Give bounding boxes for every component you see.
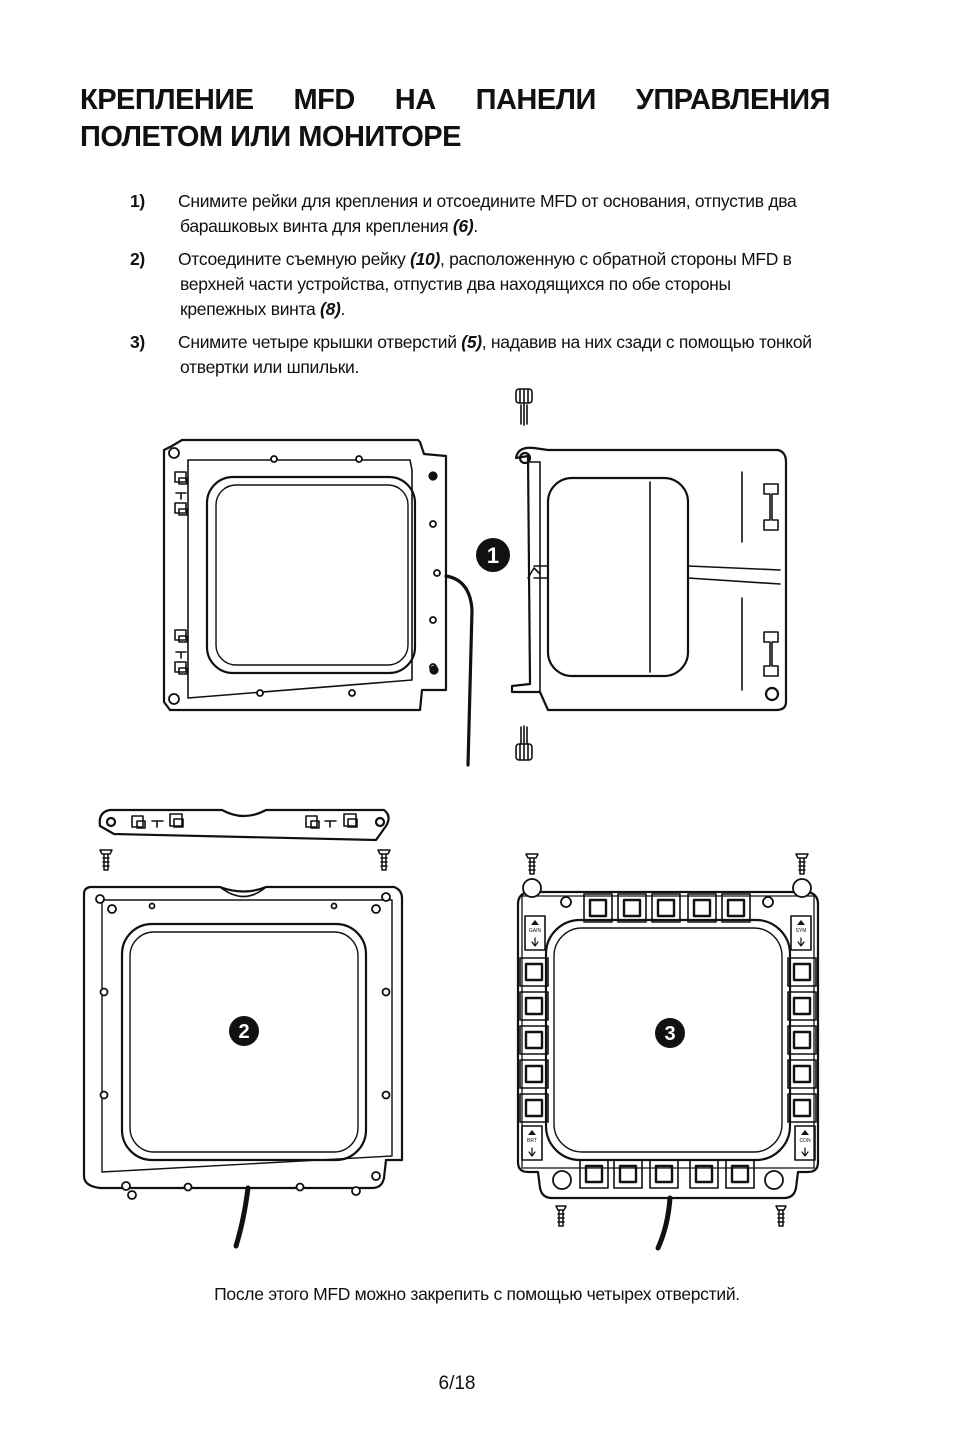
thumb-screw-icon <box>515 725 533 761</box>
heading-word: ПАНЕЛИ <box>475 84 597 116</box>
instruction-step-1: 1) Снимите рейки для крепления и отсоеди… <box>130 189 870 239</box>
back-plate-holes <box>168 447 441 705</box>
heading-word: КРЕПЛЕНИЕ <box>80 84 254 116</box>
mfd-front-outline <box>516 890 820 1200</box>
side-view-hole <box>764 686 780 702</box>
part-reference: (5) <box>461 332 482 352</box>
front-plate-window <box>120 922 368 1162</box>
step-text-part: . <box>473 216 478 236</box>
mfd-right-buttons <box>787 957 817 1123</box>
step-text: отвертки или шпильки. <box>180 357 360 377</box>
step-text-part: Снимите четыре крышки отверстий <box>178 332 462 352</box>
step-text-part: , расположенную с обратной стороны MFD в <box>439 249 792 269</box>
cable <box>655 1195 673 1251</box>
side-view-body <box>546 476 690 678</box>
mfd-corner-holes <box>522 878 812 1190</box>
mfd-screen <box>553 927 783 1153</box>
figure-1: 1 <box>162 388 788 767</box>
screw-icon <box>775 1205 787 1227</box>
back-plate-screw <box>428 471 438 481</box>
back-plate-window-inner <box>215 484 409 666</box>
rail-hole <box>374 816 386 828</box>
step-text-part: Отсоедините съемную рейку <box>178 249 411 269</box>
screw-icon <box>525 853 539 875</box>
rocker-switch-con: CON <box>794 1125 816 1161</box>
rocker-label: SYM <box>796 928 807 934</box>
step-text-part: . <box>340 299 346 319</box>
heading-word: УПРАВЛЕНИЯ <box>635 84 831 116</box>
assembly-illustration: 1 <box>82 388 820 1251</box>
badge-number: 1 <box>487 543 499 568</box>
cable <box>444 574 474 767</box>
heading-word: MFD <box>293 84 356 116</box>
removable-rail <box>98 808 390 842</box>
rocker-label: BRT <box>527 1138 537 1144</box>
screw-icon <box>99 849 113 871</box>
connector-tabs-top <box>174 471 188 516</box>
figure-2: 2 <box>82 808 404 1249</box>
back-plate-screw <box>429 665 439 675</box>
step-text: Снимите рейки для крепления и отсоединит… <box>178 191 797 211</box>
screw-icon <box>377 849 391 871</box>
instruction-step-3: 3) Снимите четыре крышки отверстий (5), … <box>130 330 870 380</box>
figure-caption: После этого MFD можно закрепить с помощь… <box>214 1284 740 1304</box>
step-text: Снимите четыре крышки отверстий (5), над… <box>178 330 870 355</box>
step-text: верхней части устройства, отпустив два н… <box>180 274 731 294</box>
front-plate-notch <box>219 886 267 898</box>
back-plate-inner-rim <box>187 459 413 699</box>
badge-3: 3 <box>655 1018 685 1048</box>
badge-number: 3 <box>664 1023 675 1045</box>
side-view-hole <box>518 451 532 465</box>
step-text: Отсоедините съемную рейку (10), располож… <box>178 247 870 272</box>
side-view-slots <box>741 471 779 691</box>
connector-tabs-bottom <box>174 629 188 675</box>
rail-tabs <box>131 813 358 829</box>
badge-2: 2 <box>229 1016 259 1046</box>
heading-word: НА <box>394 84 436 116</box>
rocker-switch-sym: SYM <box>790 915 812 951</box>
step-text-part: барашковых винта для крепления <box>180 216 453 236</box>
part-reference: (10) <box>410 249 440 269</box>
mfd-bottom-buttons <box>579 1159 755 1189</box>
rocker-switch-gain: GAIN <box>524 915 546 951</box>
step-text: крепежных винта (8). <box>178 297 870 322</box>
figure-3: GAIN SYM BRT CON <box>516 853 820 1251</box>
step-number: 2) <box>130 249 145 269</box>
thumb-screw-icon <box>515 388 533 426</box>
side-view-clip <box>527 567 541 579</box>
rocker-label: GAIN <box>529 928 542 934</box>
rocker-label: CON <box>799 1138 811 1144</box>
badge-number: 2 <box>238 1021 249 1043</box>
cable <box>233 1185 251 1249</box>
rail-hole <box>105 816 117 828</box>
front-plate-window-inner <box>129 931 359 1153</box>
side-view-rail <box>527 461 541 693</box>
rocker-switch-brt: BRT <box>521 1125 543 1161</box>
section-heading: КРЕПЛЕНИЕ MFD НА ПАНЕЛИ УПРАВЛЕНИЯ ПОЛЕТ… <box>80 82 830 156</box>
part-reference: (8) <box>320 299 341 319</box>
front-plate-outline <box>82 885 404 1190</box>
screw-icon <box>555 1205 567 1227</box>
back-plate-window <box>205 475 417 675</box>
badge-1: 1 <box>476 538 510 572</box>
step-text-part: , надавив на них сзади с помощью тонкой <box>481 332 812 352</box>
side-view-outline <box>510 446 788 712</box>
page-number: 6/18 <box>438 1373 476 1394</box>
screw-icon <box>795 853 809 875</box>
step-number: 3) <box>130 332 145 352</box>
step-text-part: крепежных винта <box>180 299 321 319</box>
step-text: барашковых винта для крепления (6). <box>178 214 870 239</box>
step-number: 1) <box>130 191 145 211</box>
part-reference: (6) <box>452 216 474 236</box>
front-plate-holes <box>95 892 391 1200</box>
instruction-step-2: 2) Отсоедините съемную рейку (10), распо… <box>130 247 870 322</box>
heading-line-2: ПОЛЕТОМ ИЛИ МОНИТОРЕ <box>80 121 461 153</box>
front-plate-inner-rim <box>101 899 393 1173</box>
back-plate-outline <box>162 438 448 712</box>
mfd-left-buttons <box>519 957 549 1123</box>
instruction-list: 1) Снимите рейки для крепления и отсоеди… <box>130 189 870 388</box>
mfd-top-buttons <box>583 893 751 923</box>
side-view-rib <box>533 565 781 585</box>
